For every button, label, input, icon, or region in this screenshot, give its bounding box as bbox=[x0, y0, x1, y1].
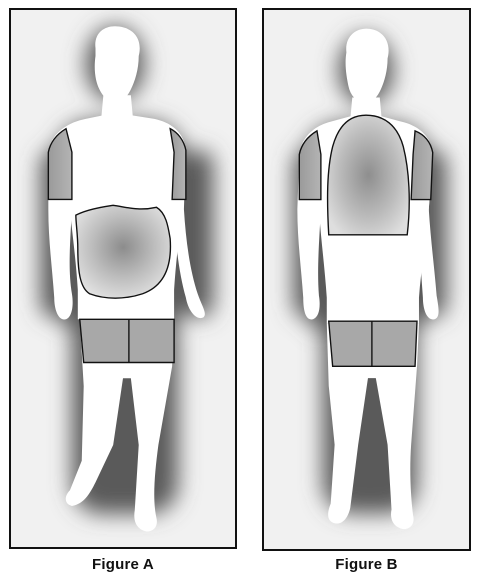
figure-a-caption: Figure A bbox=[9, 556, 237, 573]
front-left-upper-arm-region bbox=[48, 129, 72, 200]
figure-a-panel bbox=[9, 8, 237, 549]
figure-b-panel bbox=[262, 8, 471, 551]
back-body-illustration bbox=[264, 10, 469, 549]
back-left-upper-arm-region bbox=[299, 131, 321, 200]
figure-b-caption: Figure B bbox=[262, 556, 471, 573]
back-thighs-region bbox=[329, 321, 417, 366]
front-body-illustration bbox=[11, 10, 235, 547]
abdomen-region bbox=[76, 205, 171, 298]
back-right-upper-arm-region bbox=[411, 131, 433, 200]
front-thighs-region bbox=[80, 319, 174, 362]
upper-back-region bbox=[328, 115, 410, 235]
